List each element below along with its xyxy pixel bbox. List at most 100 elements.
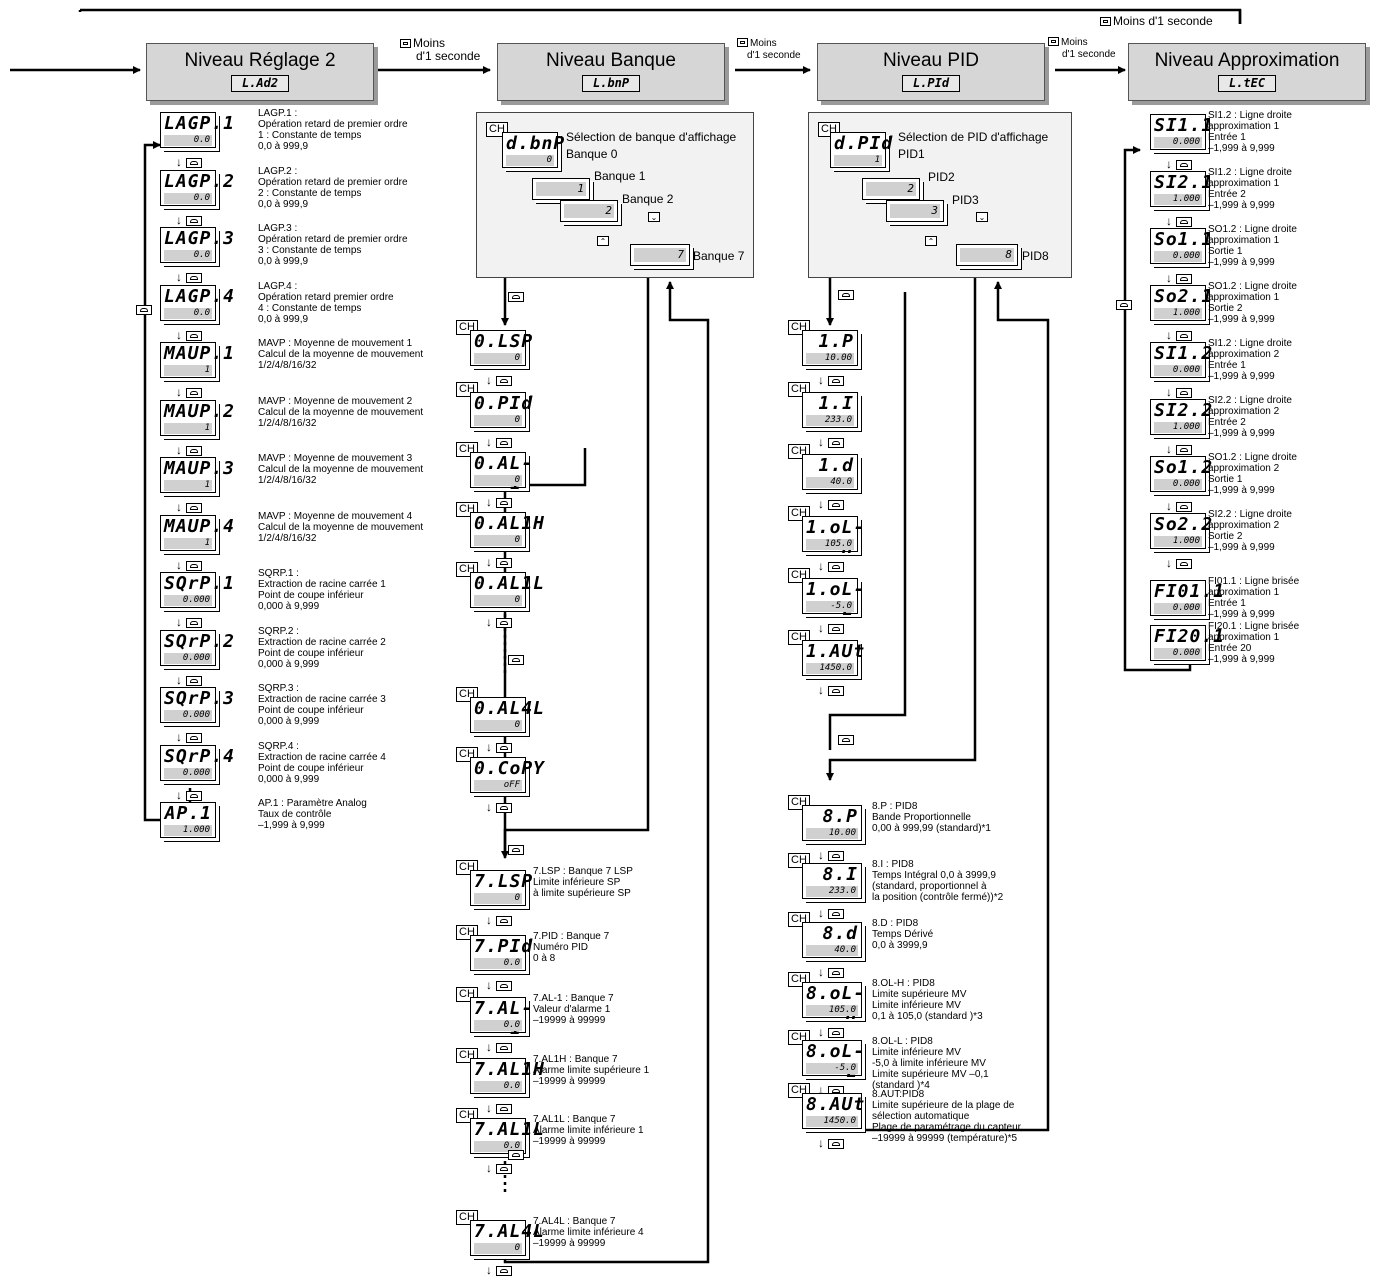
mode-key-icon xyxy=(828,909,844,919)
parameter-description: SI1.2 : Ligne droite xyxy=(1208,110,1292,121)
down-key-icon: ⌄ xyxy=(976,212,988,222)
down-arrow-icon: ↓ xyxy=(1166,556,1172,570)
parameter-description: Limite inférieure MV xyxy=(872,1000,961,1011)
parameter-lcd: 1.oL-H105.0 xyxy=(802,516,864,558)
mode-key-icon xyxy=(1176,502,1192,512)
parameter-value: -5.0 xyxy=(806,1063,858,1074)
mode-key-icon xyxy=(496,498,512,508)
mode-key-icon xyxy=(828,500,844,510)
parameter-description: 0,000 à 9,999 xyxy=(258,601,320,612)
parameter-description: –1,999 à 9,999 xyxy=(1208,485,1275,496)
mode-key-icon xyxy=(136,305,152,315)
parameter-description: 0 à 8 xyxy=(533,953,556,964)
bank2-lcd: 2 xyxy=(560,200,618,222)
parameter-value: 0.0 xyxy=(474,1141,522,1152)
down-arrow-icon: ↓ xyxy=(818,497,824,511)
parameter-description: –19999 à 99999 xyxy=(533,1076,606,1087)
key-icon xyxy=(1048,37,1059,46)
parameter-description: Valeur d'alarme 1 xyxy=(533,1004,611,1015)
down-arrow-icon: ↓ xyxy=(486,1101,492,1115)
parameter-code: 1.oL-L xyxy=(806,579,866,620)
parameter-description: 1 : Constante de temps xyxy=(258,130,362,141)
parameter-description: Extraction de racine carrée 4 xyxy=(258,751,386,763)
parameter-description: Extraction de racine carrée 1 xyxy=(258,579,386,590)
parameter-value: 1.000 xyxy=(164,825,212,836)
parameter-value: 0.000 xyxy=(1154,251,1202,262)
parameter-lcd: 8.oL-H105.0 xyxy=(802,982,864,1024)
parameter-value: oFF xyxy=(474,780,522,791)
pid3-lcd: 3 xyxy=(886,200,944,222)
parameter-value: 1 xyxy=(164,422,212,434)
down-arrow-icon: ↓ xyxy=(818,621,824,635)
parameter-description: –1,999 à 9,999 xyxy=(1208,143,1275,154)
parameter-description: –1,999 à 9,999 xyxy=(1208,609,1275,620)
parameter-value: 1450.0 xyxy=(806,1116,858,1127)
parameter-description: Calcul de la moyenne de mouvement xyxy=(258,521,424,533)
mode-key-icon xyxy=(496,803,512,813)
bank-label-0: Banque 0 xyxy=(566,147,618,161)
parameter-code: MAUP.4 xyxy=(164,515,236,537)
parameter-description: Opération retard de premier ordre xyxy=(258,176,408,188)
parameter-code: 0.AL1H xyxy=(474,513,546,534)
parameter-description: FI20.1 : Ligne brisée xyxy=(1208,621,1300,632)
down-arrow-icon: ↓ xyxy=(176,787,182,802)
parameter-description: (standard )*4 xyxy=(872,1080,930,1091)
mode-key-icon xyxy=(828,562,844,572)
mode-key-icon xyxy=(496,1104,512,1114)
parameter-value: 1.000 xyxy=(1154,536,1202,547)
mode-key-icon xyxy=(828,376,844,386)
mode-key-icon xyxy=(1116,300,1132,310)
parameter-description: SI1.2 : Ligne droite xyxy=(1208,338,1292,349)
parameter-description: MAVP : Moyenne de mouvement 1 xyxy=(258,338,413,349)
down-arrow-icon: ↓ xyxy=(176,327,182,342)
parameter-description: –1,999 à 9,999 xyxy=(1208,257,1275,268)
mode-key-icon xyxy=(838,735,854,745)
parameter-description: 8.D : PID8 xyxy=(872,918,919,929)
parameter-value: 1 xyxy=(164,537,212,549)
parameter-description: 0,0 à 999,9 xyxy=(258,256,309,267)
parameter-code: 7.AL1H xyxy=(474,1059,546,1080)
parameter-description: 0,000 à 9,999 xyxy=(258,658,320,670)
key-icon xyxy=(1100,17,1111,26)
parameter-description: approximation 1 xyxy=(1208,587,1280,598)
parameter-description: 8.AUT:PID8 xyxy=(872,1089,925,1100)
parameter-code: SQrP.3 xyxy=(164,688,236,709)
down-arrow-icon: ↓ xyxy=(486,913,492,927)
down-arrow-icon: ↓ xyxy=(486,800,492,814)
parameter-description: approximation 1 xyxy=(1208,178,1280,189)
mode-key-icon xyxy=(496,1266,512,1276)
down-arrow-icon: ↓ xyxy=(486,1040,492,1054)
parameter-description: approximation 2 xyxy=(1208,520,1280,531)
parameter-code: 7.AL-1 xyxy=(474,998,534,1039)
down-arrow-icon: ↓ xyxy=(818,1136,824,1150)
parameter-code: MAUP.3 xyxy=(164,458,236,479)
parameter-value: 0.000 xyxy=(1154,365,1202,376)
parameter-description: 8.OL-L : PID8 xyxy=(872,1036,933,1047)
parameter-value: 40.0 xyxy=(806,945,858,956)
parameter-code: SQrP.4 xyxy=(164,745,236,767)
parameter-description: SQRP.3 : xyxy=(258,683,299,694)
parameter-description: sélection automatique xyxy=(872,1111,970,1122)
parameter-value: 0.000 xyxy=(164,767,212,779)
parameter-value: 0.000 xyxy=(1154,648,1202,659)
parameter-description: Opération retard de premier ordre xyxy=(258,119,408,130)
parameter-description: 3 : Constante de temps xyxy=(258,245,362,256)
mode-key-icon xyxy=(496,1164,512,1174)
mode-key-icon xyxy=(496,438,512,448)
parameter-value: 1 xyxy=(164,480,212,491)
parameter-description: –19999 à 99999 xyxy=(533,1136,606,1147)
parameter-description: 0,0 à 3999,9 xyxy=(872,940,928,951)
mode-key-icon xyxy=(508,655,524,665)
parameter-code: 8.AUt xyxy=(806,1094,866,1115)
parameter-description: MAVP : Moyenne de mouvement 4 xyxy=(258,510,413,522)
parameter-description: 1/2/4/8/16/32 xyxy=(258,360,317,371)
parameter-description: 1/2/4/8/16/32 xyxy=(258,475,317,486)
down-arrow-icon: ↓ xyxy=(1166,214,1172,228)
